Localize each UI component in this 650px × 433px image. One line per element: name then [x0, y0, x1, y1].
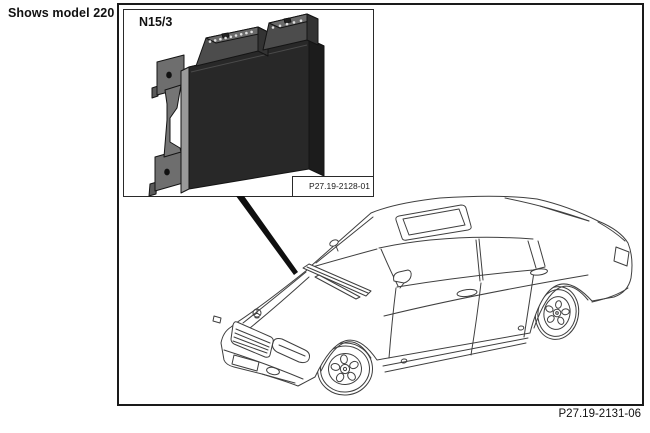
model-note-label: Shows model 220 — [8, 6, 115, 20]
inset-image-number: P27.19-2128-01 — [292, 176, 373, 196]
inset-box — [123, 9, 374, 197]
component-label: N15/3 — [139, 15, 173, 29]
figure-image-number: P27.19-2131-06 — [558, 408, 641, 420]
